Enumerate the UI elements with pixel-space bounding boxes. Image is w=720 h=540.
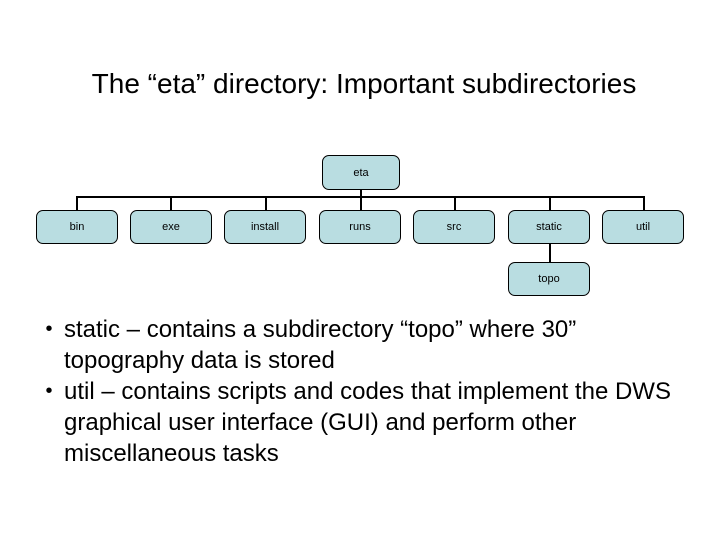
connector-bus-to-install — [265, 196, 267, 214]
tree-node-install[interactable]: install — [224, 210, 306, 244]
tree-node-runs[interactable]: runs — [319, 210, 401, 244]
directory-tree-diagram: eta bin exe install runs src static — [0, 140, 720, 310]
tree-node-exe-label: exe — [162, 221, 180, 233]
connector-bus-to-src — [454, 196, 456, 214]
tree-node-topo[interactable]: topo — [508, 262, 590, 296]
tree-node-bin[interactable]: bin — [36, 210, 118, 244]
tree-node-bin-label: bin — [69, 221, 85, 233]
bullet-text: util – contains scripts and codes that i… — [64, 378, 671, 467]
connector-bus-to-util — [643, 196, 645, 214]
bullet-list: • static – contains a subdirectory “topo… — [34, 314, 694, 469]
connector-bus-to-static — [549, 196, 551, 214]
tree-node-install-label: install — [250, 221, 280, 233]
list-item: • static – contains a subdirectory “topo… — [34, 314, 694, 376]
connector-bus-to-bin — [76, 196, 78, 214]
tree-node-src-label: src — [446, 221, 462, 233]
tree-node-eta-label: eta — [353, 166, 369, 179]
tree-node-topo-label: topo — [538, 273, 560, 285]
tree-node-static[interactable]: static — [508, 210, 590, 244]
list-item: • util – contains scripts and codes that… — [34, 376, 694, 469]
tree-node-static-label: static — [536, 221, 562, 233]
bullet-marker: • — [45, 380, 53, 402]
page-title: The “eta” directory: Important subdirect… — [91, 67, 637, 99]
tree-node-exe[interactable]: exe — [130, 210, 212, 244]
tree-node-util[interactable]: util — [602, 210, 684, 244]
connector-static-to-topo — [549, 244, 551, 262]
bullet-text: static – contains a subdirectory “topo” … — [64, 316, 577, 374]
tree-node-runs-label: runs — [349, 221, 371, 233]
tree-node-eta[interactable]: eta — [322, 155, 400, 190]
bullet-marker: • — [45, 318, 53, 340]
tree-node-util-label: util — [635, 221, 651, 233]
connector-bus-to-runs — [360, 190, 362, 214]
tree-node-src[interactable]: src — [413, 210, 495, 244]
connector-bus-to-exe — [170, 196, 172, 214]
